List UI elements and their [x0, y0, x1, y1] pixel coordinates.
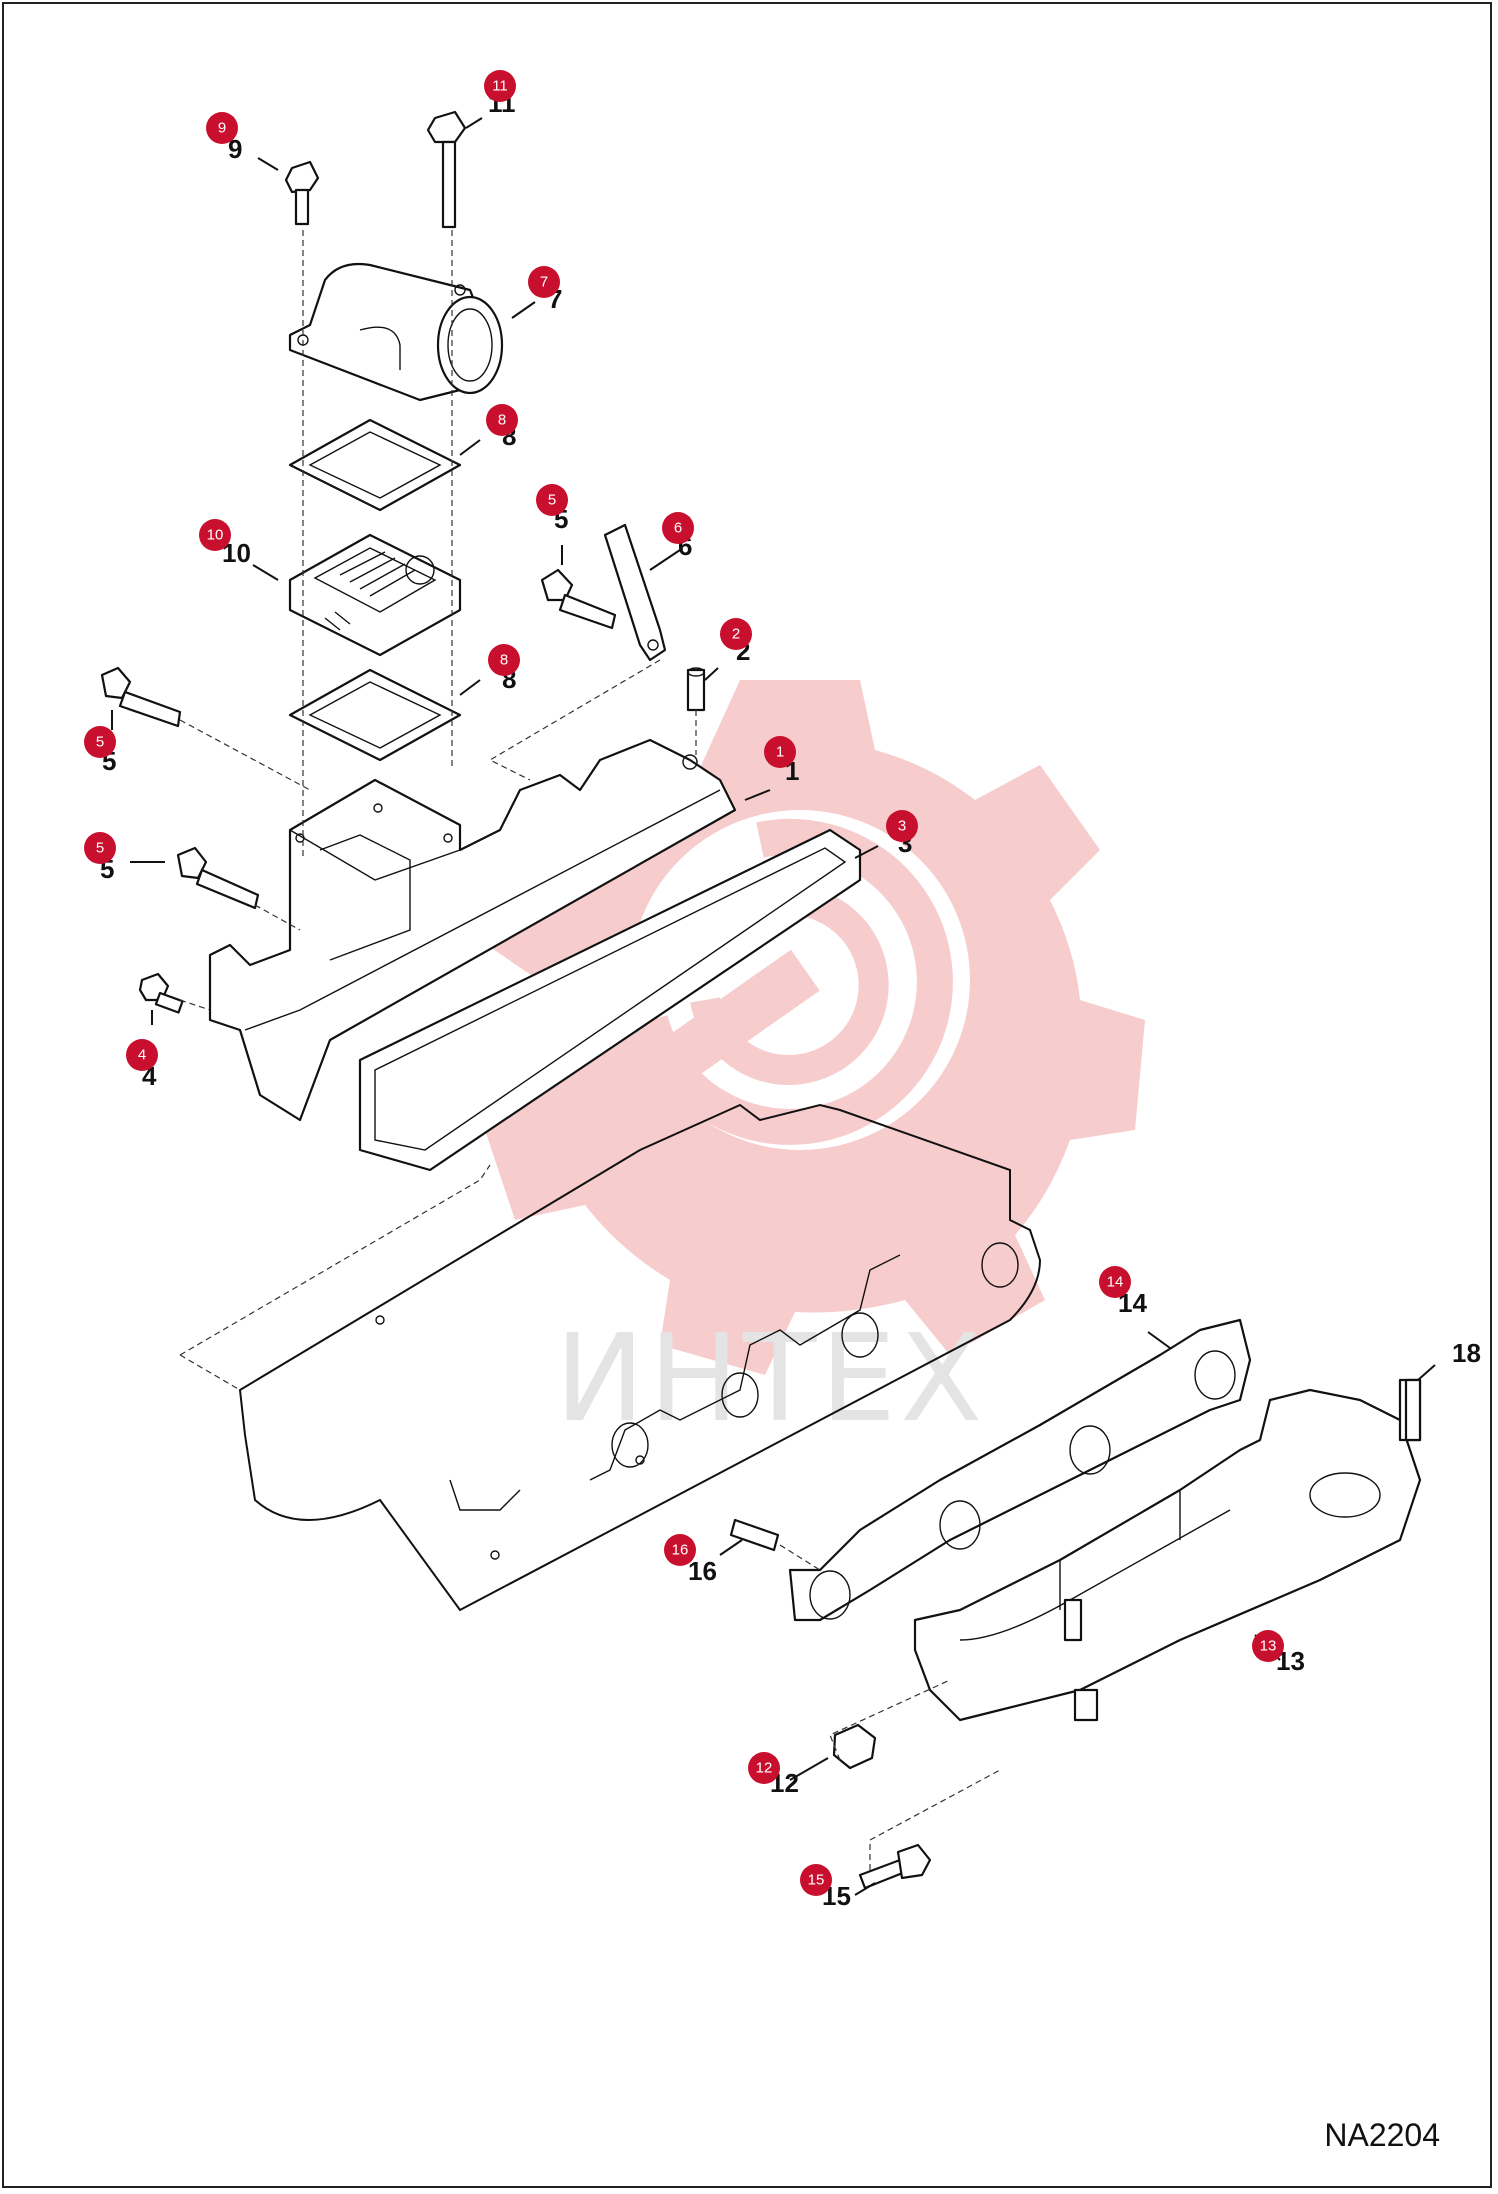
svg-text:18: 18 — [1452, 1338, 1481, 1368]
leader-lines — [111, 117, 1436, 1896]
svg-text:1: 1 — [776, 744, 784, 761]
long-bolt-part-11 — [426, 110, 467, 229]
badge-14 — [1099, 1266, 1131, 1298]
badge-7 — [528, 266, 560, 298]
svg-text:5: 5 — [96, 734, 104, 751]
badge-8-upper — [486, 404, 518, 436]
badge-12 — [748, 1752, 780, 1784]
svg-text:8: 8 — [498, 412, 506, 429]
thermostat-part-10 — [288, 533, 462, 657]
badge-2 — [720, 618, 752, 650]
badge-5-mid — [84, 832, 116, 864]
callout-10: 10 10 — [199, 519, 251, 568]
badge-3 — [886, 810, 918, 842]
badge-1 — [764, 736, 796, 768]
callout-8-lower: 8 8 — [488, 644, 520, 694]
svg-text:6: 6 — [674, 520, 682, 537]
badge-6 — [662, 512, 694, 544]
bolt-part-5-mid — [176, 846, 260, 910]
svg-text:5: 5 — [548, 492, 556, 509]
badge-5-top — [536, 484, 568, 516]
svg-text:12: 12 — [756, 1760, 773, 1777]
svg-text:13: 13 — [1260, 1638, 1277, 1655]
badge-15 — [800, 1864, 832, 1896]
svg-text:11: 11 — [492, 78, 508, 95]
svg-text:3: 3 — [898, 818, 906, 835]
bolt-part-5-upper — [540, 568, 617, 630]
callout-13: 13 13 — [1252, 1630, 1305, 1676]
stud-part-2 — [686, 667, 706, 712]
manifold-gasket-part-3 — [358, 828, 862, 1172]
callouts: 9 9 11 11 7 7 8 8 10 10 5 5 — [84, 70, 1481, 1911]
exhaust-gasket-part-14 — [788, 1318, 1252, 1622]
svg-text:14: 14 — [1107, 1274, 1124, 1291]
svg-text:7: 7 — [540, 274, 548, 291]
nut-part-4 — [138, 972, 184, 1014]
assembly-lines — [179, 230, 1001, 1870]
stud-part-16 — [729, 1518, 780, 1552]
callout-6: 6 6 — [662, 512, 694, 561]
callout-9: 9 9 — [206, 112, 242, 164]
callout-5-left: 5 5 — [84, 726, 116, 776]
svg-text:15: 15 — [808, 1872, 825, 1889]
badge-5-left — [84, 726, 116, 758]
svg-text:2: 2 — [732, 626, 740, 643]
svg-text:10: 10 — [207, 527, 224, 544]
callout-12: 12 12 — [748, 1752, 799, 1798]
callout-5-top: 5 5 — [536, 484, 568, 534]
svg-text:16: 16 — [672, 1542, 689, 1559]
callout-18: 18 — [1452, 1338, 1481, 1368]
stud-part-18 — [1404, 1378, 1422, 1442]
callout-14: 14 14 — [1099, 1266, 1147, 1318]
badge-4 — [126, 1039, 158, 1071]
nut-part-12 — [832, 1723, 877, 1770]
svg-text:4: 4 — [138, 1047, 146, 1064]
bolt-part-15 — [858, 1843, 932, 1890]
badge-16 — [664, 1534, 696, 1566]
callout-1: 1 1 — [764, 736, 799, 786]
intake-manifold-part-1 — [208, 738, 737, 1122]
bolt-part-9 — [284, 160, 320, 226]
svg-text:9: 9 — [228, 134, 242, 164]
svg-text:9: 9 — [218, 120, 226, 137]
thermostat-outlet-part-7 — [288, 262, 504, 402]
gasket-part-8-upper — [288, 418, 462, 512]
gasket-part-8-lower — [288, 668, 462, 762]
bracket-part-6 — [603, 523, 667, 662]
callout-8-upper: 8 8 — [486, 404, 518, 451]
svg-text:5: 5 — [96, 840, 104, 857]
svg-text:8: 8 — [500, 652, 508, 669]
callout-4: 4 4 — [126, 1039, 158, 1091]
watermark-text: ИНТЕХ — [555, 1310, 986, 1449]
callout-7: 7 7 — [528, 266, 562, 314]
callout-2: 2 2 — [720, 618, 752, 666]
badge-8-lower — [488, 644, 520, 676]
callout-11: 11 11 — [484, 70, 516, 118]
badge-13 — [1252, 1630, 1284, 1662]
cylinder-head-outline — [179, 1103, 1042, 1612]
svg-text:16: 16 — [688, 1556, 717, 1586]
callout-15: 15 15 — [800, 1864, 851, 1911]
badge-9 — [206, 112, 238, 144]
badge-10 — [199, 519, 231, 551]
bolt-part-5-left — [100, 666, 182, 728]
diagram-id-label: NA2204 — [1324, 2117, 1440, 2153]
callout-5-mid: 5 5 — [84, 832, 116, 884]
badge-11 — [484, 70, 516, 102]
callout-3: 3 3 — [886, 810, 918, 858]
callout-16: 16 16 — [664, 1534, 717, 1586]
